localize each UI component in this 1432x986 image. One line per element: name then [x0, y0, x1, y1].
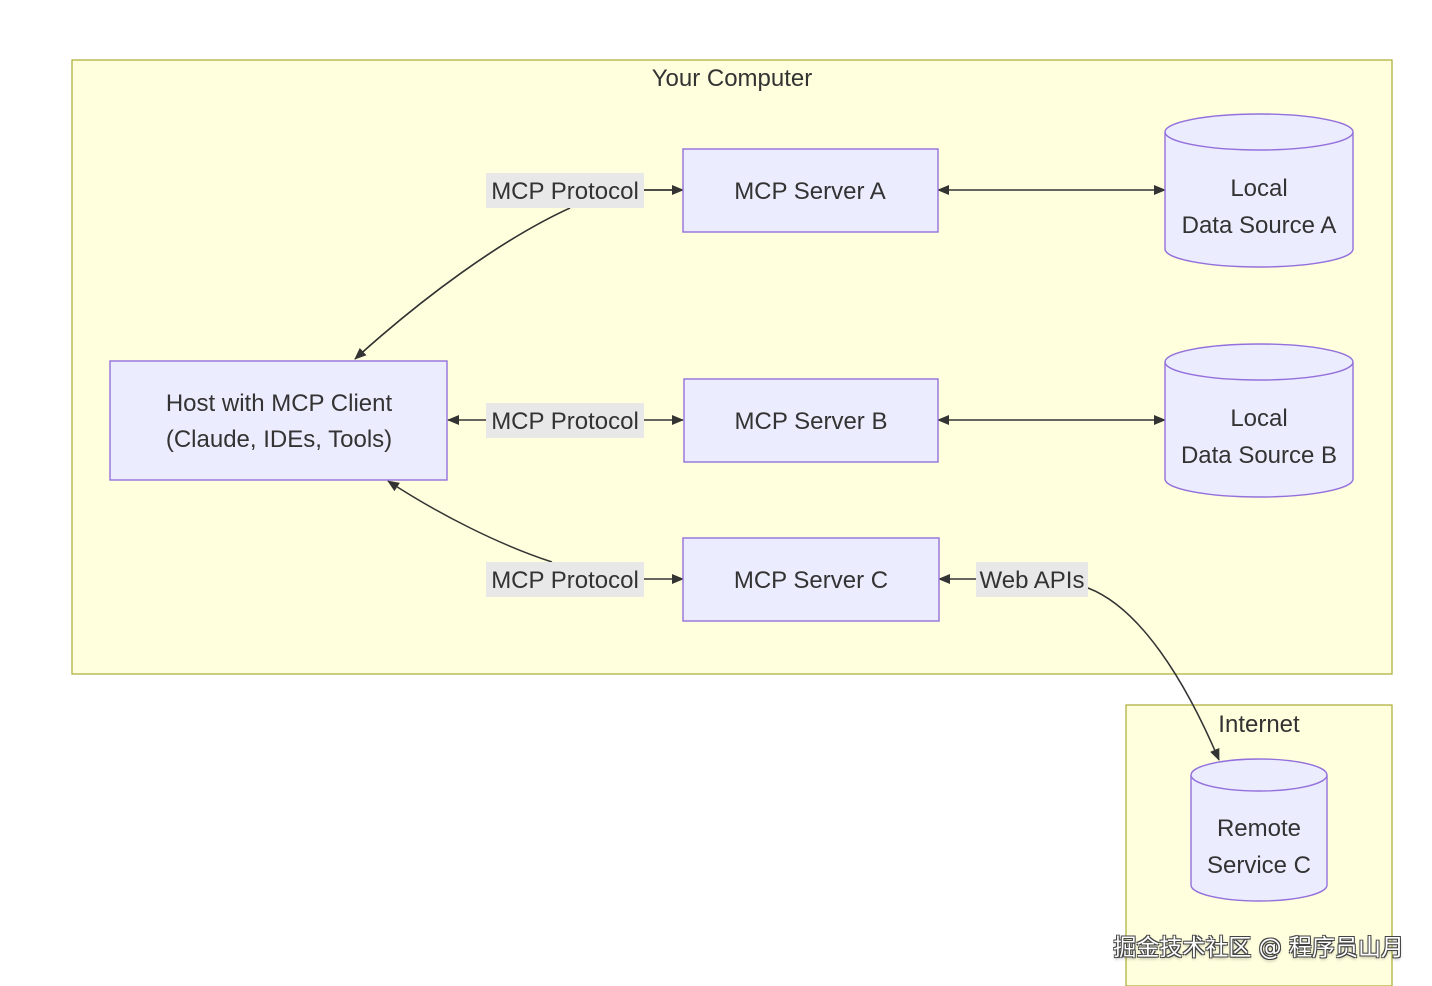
- node-mcp-server-a[interactable]: MCP Server A: [682, 148, 939, 233]
- node-local-data-source-b[interactable]: Local Data Source B: [1164, 343, 1354, 498]
- edge-host-server-a-curve: [354, 207, 571, 360]
- node-mcp-server-c-label: MCP Server C: [734, 567, 888, 594]
- node-host-line-1: Host with MCP Client: [166, 390, 393, 417]
- edge-host-server-c-curve: [387, 480, 553, 563]
- node-remote-c-line-1: Remote: [1217, 815, 1301, 842]
- edge-server-c-remote-curve: [1087, 587, 1220, 761]
- cluster-internet-label: Internet: [1218, 711, 1300, 738]
- edge-label-server-c-remote-text: Web APIs: [980, 567, 1085, 594]
- node-data-b-line-1: Local: [1230, 405, 1287, 432]
- node-local-data-source-a[interactable]: Local Data Source A: [1164, 113, 1354, 268]
- node-data-a-line-1: Local: [1230, 175, 1287, 202]
- edge-label-server-c-remote: Web APIs: [976, 562, 1088, 597]
- node-data-a-line-2: Data Source A: [1182, 212, 1337, 239]
- node-mcp-server-a-label: MCP Server A: [734, 178, 886, 205]
- node-data-b-line-2: Data Source B: [1181, 442, 1337, 469]
- edge-label-host-server-c-text: MCP Protocol: [491, 567, 639, 594]
- database-rim: [1164, 131, 1354, 151]
- node-mcp-server-b[interactable]: MCP Server B: [683, 378, 939, 463]
- edge-label-host-server-a: MCP Protocol: [486, 173, 644, 208]
- edges: [354, 190, 1220, 761]
- edge-label-host-server-b-text: MCP Protocol: [491, 408, 639, 435]
- edge-label-host-server-b: MCP Protocol: [486, 403, 644, 438]
- edge-label-host-server-a-text: MCP Protocol: [491, 178, 639, 205]
- database-icon: [1190, 758, 1328, 902]
- node-mcp-server-c[interactable]: MCP Server C: [682, 537, 940, 622]
- cluster-your-computer-label: Your Computer: [652, 65, 813, 92]
- database-icon: [1164, 343, 1354, 498]
- node-remote-c-line-2: Service C: [1207, 852, 1311, 879]
- edge-label-host-server-c: MCP Protocol: [486, 562, 644, 597]
- database-rim: [1164, 361, 1354, 381]
- node-host-with-mcp-client[interactable]: Host with MCP Client (Claude, IDEs, Tool…: [109, 360, 448, 481]
- node-mcp-server-b-label: MCP Server B: [735, 408, 888, 435]
- node-host-line-2: (Claude, IDEs, Tools): [166, 426, 392, 453]
- database-rim: [1190, 774, 1328, 792]
- node-remote-service-c[interactable]: Remote Service C: [1190, 758, 1328, 902]
- watermark: 掘金技术社区 @ 程序员山月: [1113, 935, 1404, 961]
- database-icon: [1164, 113, 1354, 268]
